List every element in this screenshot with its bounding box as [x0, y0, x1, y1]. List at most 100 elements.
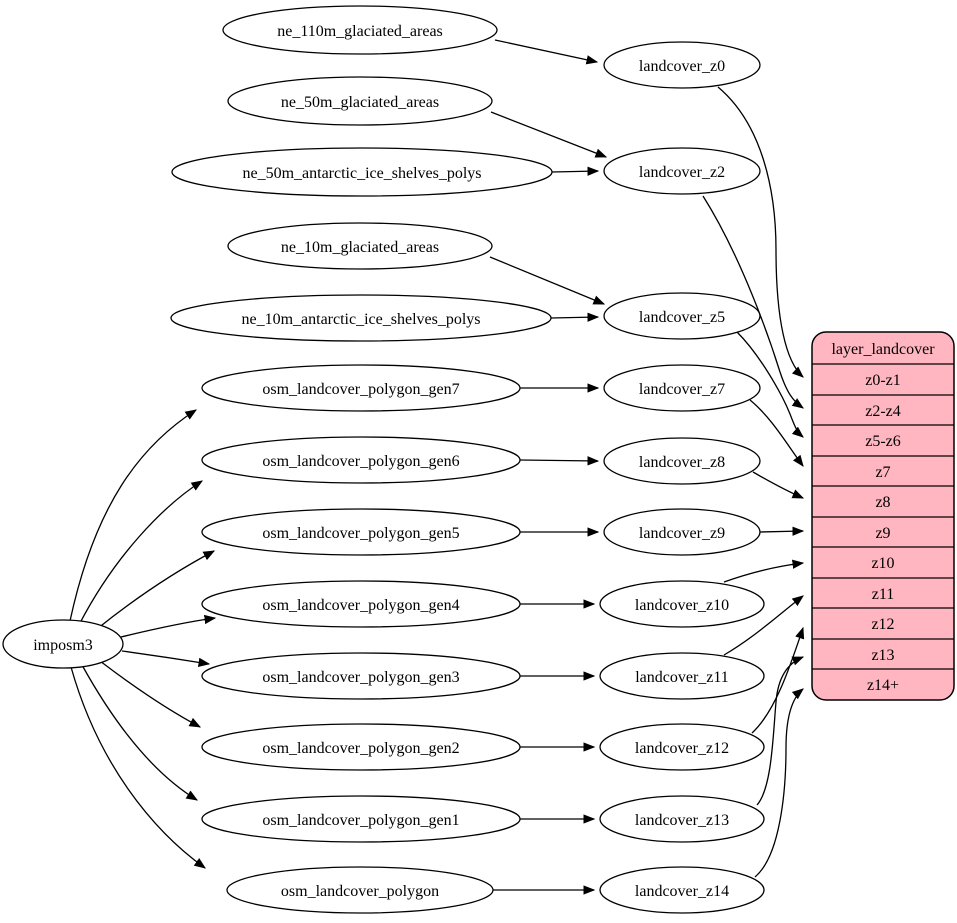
node-landcover_z7: landcover_z7 — [603, 364, 761, 412]
table-row-z2-z4: z2-z4 — [865, 403, 901, 420]
table-row-z7: z7 — [875, 464, 890, 481]
gen-ellipse — [603, 41, 761, 89]
source-label: ne_10m_glaciated_areas — [281, 239, 439, 256]
node-osm_landcover_polygon_gen1: osm_landcover_polygon_gen1 — [201, 795, 521, 843]
edge-z14-row — [754, 688, 804, 878]
source-ellipse — [201, 436, 521, 484]
source-label: osm_landcover_polygon_gen6 — [262, 453, 459, 470]
node-imposm3: imposm3 — [2, 619, 124, 669]
table-row-z11: z11 — [872, 586, 895, 603]
edge-z9-row — [759, 526, 805, 536]
node-landcover_z8: landcover_z8 — [603, 437, 761, 485]
edge-gen6-z8 — [519, 456, 600, 466]
node-osm_landcover_polygon_gen3: osm_landcover_polygon_gen3 — [201, 652, 521, 700]
gen-ellipse — [599, 723, 765, 771]
edge-imposm3-gen7 — [69, 409, 197, 622]
node-landcover_z0: landcover_z0 — [603, 41, 761, 89]
table-row-z8: z8 — [875, 494, 890, 511]
node-landcover_z9: landcover_z9 — [603, 508, 761, 556]
gen-label: landcover_z0 — [639, 58, 725, 75]
node-osm_landcover_polygon_gen7: osm_landcover_polygon_gen7 — [201, 364, 521, 412]
edge-z10-row — [723, 559, 805, 583]
source-label: osm_landcover_polygon_gen3 — [262, 669, 459, 686]
edge-imposm3-gen4 — [120, 614, 217, 638]
gen-label: landcover_z9 — [639, 525, 725, 542]
gen-label: landcover_z14 — [635, 883, 729, 900]
table-row-z5-z6: z5-z6 — [865, 433, 901, 450]
source-ellipse — [201, 580, 521, 628]
edge-ne10m-glaciated-z5 — [489, 256, 606, 305]
node-landcover_z5: landcover_z5 — [603, 292, 761, 340]
layer-table-title: layer_landcover — [831, 341, 935, 358]
edge-z7-row — [749, 399, 804, 467]
source-ellipse — [170, 294, 552, 342]
node-layer_landcover-table: layer_landcover z0-z1 z2-z4 z5-z6 z7 z8 … — [811, 331, 955, 701]
edge-ne110m-z0 — [494, 39, 599, 65]
node-osm_landcover_polygon: osm_landcover_polygon — [226, 866, 494, 914]
node-landcover_z14: landcover_z14 — [599, 866, 765, 914]
edge-imposm3-gen5 — [96, 550, 216, 630]
node-landcover_z13: landcover_z13 — [599, 795, 765, 843]
source-ellipse — [201, 723, 521, 771]
source-ellipse — [226, 866, 494, 914]
table-row-z12: z12 — [871, 616, 894, 633]
source-label: osm_landcover_polygon_gen1 — [262, 812, 459, 829]
table-row-z0-z1: z0-z1 — [865, 372, 901, 389]
node-ne_10m_antarctic_ice_shelves_polys: ne_10m_antarctic_ice_shelves_polys — [170, 294, 552, 342]
edge-ne50m-antarctic-z2 — [551, 166, 600, 176]
source-label: ne_10m_antarctic_ice_shelves_polys — [241, 311, 480, 328]
node-ne_10m_glaciated_areas: ne_10m_glaciated_areas — [227, 222, 493, 270]
edge-z13-row — [756, 656, 805, 806]
edge-z5-row — [736, 331, 804, 438]
source-label: osm_landcover_polygon_gen7 — [262, 381, 459, 398]
edge-z8-row — [752, 471, 805, 499]
edge-imposm3-polygon — [70, 666, 206, 869]
imposm3-ellipse — [2, 619, 124, 669]
gen-ellipse — [603, 508, 761, 556]
source-ellipse — [171, 147, 553, 197]
source-label: ne_50m_glaciated_areas — [281, 94, 439, 111]
gen-ellipse — [599, 795, 765, 843]
source-label: osm_landcover_polygon_gen2 — [262, 740, 459, 757]
gen-label: landcover_z13 — [635, 812, 729, 829]
node-osm_landcover_polygon_gen5: osm_landcover_polygon_gen5 — [201, 508, 521, 556]
gen-label: landcover_z5 — [639, 309, 725, 326]
table-row-z9: z9 — [875, 525, 890, 542]
edge-imposm3-gen6 — [79, 480, 203, 624]
node-ne_50m_antarctic_ice_shelves_polys: ne_50m_antarctic_ice_shelves_polys — [171, 147, 553, 197]
gen-label: landcover_z8 — [639, 454, 725, 471]
imposm3-label: imposm3 — [33, 637, 93, 654]
edge-ne10m-antarctic-z5 — [550, 312, 600, 322]
node-landcover_z12: landcover_z12 — [599, 723, 765, 771]
edge-layer — [69, 39, 805, 895]
gen-ellipse — [599, 652, 765, 700]
node-landcover_z10: landcover_z10 — [599, 580, 765, 628]
edge-imposm3-gen2 — [99, 660, 202, 728]
source-label: osm_landcover_polygon_gen5 — [262, 525, 459, 542]
table-row-z14plus: z14+ — [867, 677, 899, 694]
gen-label: landcover_z7 — [639, 381, 725, 398]
edge-imposm3-gen3 — [121, 650, 211, 667]
gen-label: landcover_z11 — [635, 669, 729, 686]
gen-ellipse — [603, 437, 761, 485]
edge-z11-row — [723, 595, 804, 656]
table-row-z13: z13 — [871, 647, 894, 664]
gen-label: landcover_z12 — [635, 740, 729, 757]
gen-ellipse — [603, 147, 761, 195]
edge-z0-row — [717, 86, 804, 378]
source-ellipse — [227, 76, 493, 126]
gen-ellipse — [599, 580, 765, 628]
source-ellipse — [201, 508, 521, 556]
edge-z2-row — [702, 195, 804, 409]
source-label: osm_landcover_polygon — [281, 883, 439, 900]
gen-ellipse — [599, 866, 765, 914]
gen-ellipse — [603, 364, 761, 412]
edge-ne50m-glaciated-z2 — [490, 111, 608, 158]
node-landcover_z2: landcover_z2 — [603, 147, 761, 195]
source-label: ne_110m_glaciated_areas — [277, 23, 443, 40]
source-ellipse — [201, 652, 521, 700]
source-ellipse — [227, 222, 493, 270]
source-ellipse — [201, 364, 521, 412]
node-ne_110m_glaciated_areas: ne_110m_glaciated_areas — [222, 5, 498, 55]
